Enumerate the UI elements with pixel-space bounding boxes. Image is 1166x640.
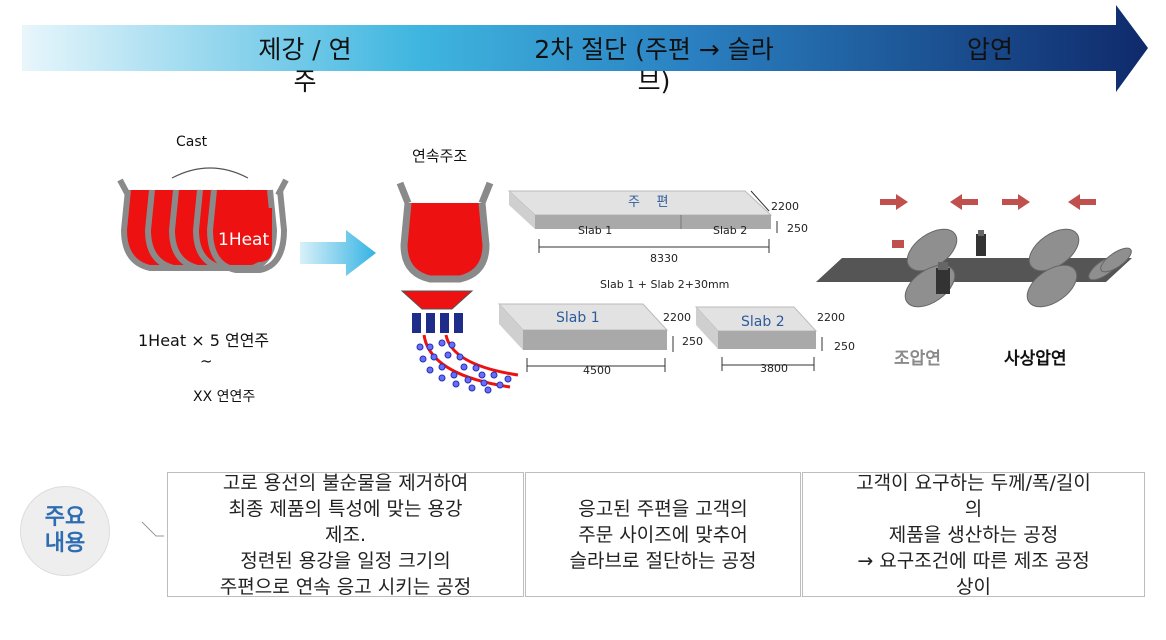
- stage-steelmaking: 제강 / 연 주: [258, 35, 352, 96]
- bloom-slab2-label: Slab 2: [713, 224, 748, 237]
- bloom-illustration: [507, 190, 778, 253]
- summary-box-steelmaking-text: 고로 용선의 불순물을 제거하여 최종 제품의 특성에 맞는 용강 제조. 정련…: [219, 471, 472, 598]
- cut-formula: Slab 1 + Slab 2+30mm: [600, 278, 730, 291]
- slab2-illustration: [694, 306, 823, 371]
- slab1-width-dim: 2200: [663, 311, 691, 324]
- continuous-caster-illustration: [396, 181, 519, 394]
- heat-formula: 1Heat × 5 연연주: [138, 331, 270, 350]
- summary-box-rolling-text: 고객이 요구하는 두께/폭/길이 의 제품을 생산하는 공정 → 요구조건에 따…: [856, 471, 1091, 598]
- continuous-casting-title: 연속주조: [412, 147, 468, 165]
- bloom-width-dim: 2200: [771, 200, 799, 213]
- stage-secondary-cutting: 2차 절단 (주편 → 슬라 브): [534, 35, 774, 96]
- slab2-length-dim: 3800: [760, 362, 788, 375]
- slab2-big-label: Slab 2: [741, 314, 785, 330]
- cast-label: Cast: [176, 134, 208, 150]
- slab1-length-dim: 4500: [583, 364, 611, 377]
- summary-badge-line1: 주요: [44, 505, 86, 530]
- summary-box-cutting: 응고된 주편을 고객의 주문 사이즈에 맞추어 슬라브로 절단하는 공정: [525, 472, 801, 597]
- flow-arrow-icon: [300, 230, 376, 276]
- bloom-length-dim: 8330: [650, 252, 678, 265]
- heat-label: 1Heat: [218, 230, 270, 250]
- summary-box-cutting-text: 응고된 주편을 고객의 주문 사이즈에 맞추어 슬라브로 절단하는 공정: [569, 497, 757, 572]
- slab2-width-dim: 2200: [817, 311, 845, 324]
- process-arrow: [22, 5, 1148, 92]
- bloom-label: 주 편: [628, 195, 669, 210]
- ladle-group-illustration: [117, 167, 289, 273]
- bloom-slab1-label: Slab 1: [578, 224, 613, 237]
- rough-rolling-label: 조압연: [894, 349, 941, 369]
- stage-rolling: 압연: [966, 35, 1013, 64]
- summary-box-rolling: 고객이 요구하는 두께/폭/길이 의 제품을 생산하는 공정 → 요구조건에 따…: [802, 471, 1145, 598]
- summary-box-steelmaking: 고로 용선의 불순물을 제거하여 최종 제품의 특성에 맞는 용강 제조. 정련…: [167, 471, 524, 598]
- slab2-thick-dim: 250: [834, 340, 855, 353]
- summary-badge-line2: 내용: [44, 531, 86, 556]
- finish-rolling-label: 사상압연: [1004, 349, 1067, 369]
- tilde-mark: ~: [200, 352, 213, 370]
- bloom-thick-dim: 250: [787, 222, 808, 235]
- summary-badge: 주요 내용: [20, 486, 110, 576]
- rolling-mill-illustration: [816, 194, 1132, 308]
- xx-continuous-label: XX 연연주: [193, 389, 256, 405]
- slab1-thick-dim: 250: [682, 335, 703, 348]
- slab1-illustration: [497, 303, 674, 372]
- badge-pointer: [141, 521, 164, 537]
- slab1-big-label: Slab 1: [556, 310, 600, 326]
